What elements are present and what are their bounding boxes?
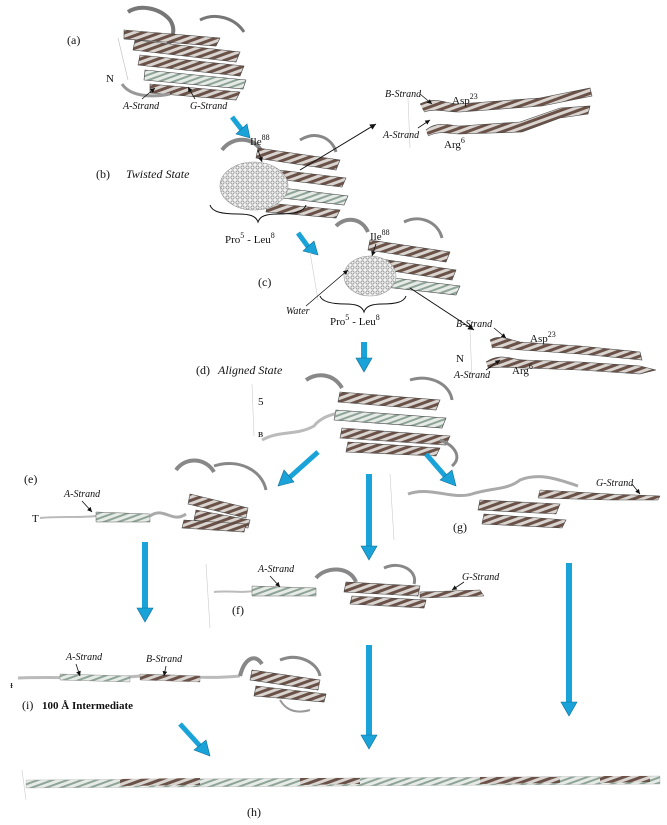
- panel-label-g: (g): [453, 520, 467, 534]
- strand-label-b1: B-Strand: [385, 89, 422, 100]
- panel-label-d: (d): [196, 363, 210, 377]
- strand-label-a5: A-Strand: [257, 564, 295, 575]
- residue-ile-c: Ile88: [370, 228, 390, 243]
- panel-label-e: (e): [24, 472, 37, 486]
- structure-b: [220, 136, 348, 218]
- strand-label-a4: A-Strand: [63, 489, 101, 500]
- strand-label-g3: G-Strand: [462, 572, 500, 583]
- flow-arrow-f-h: [361, 645, 377, 749]
- panel-label-h: (h): [247, 805, 261, 819]
- structure-f: [206, 564, 484, 628]
- panel-label-c: (c): [258, 275, 271, 289]
- panel-label-f: (f): [232, 603, 244, 617]
- residue-asp-2: Asp23: [530, 330, 556, 345]
- strand-label-g2: G-Strand: [596, 478, 634, 489]
- svg-text:5: 5: [258, 396, 264, 408]
- residue-arg-2: Arg6: [512, 362, 533, 377]
- strand-label-b2: B-Strand: [456, 319, 493, 330]
- strand-label-a3: A-Strand: [453, 370, 491, 381]
- flow-arrow-d-e: [278, 452, 318, 486]
- n-terminus-a: N: [106, 73, 114, 85]
- panel-label-b: (b): [96, 167, 110, 181]
- panel-label-a: (a): [67, 33, 80, 47]
- flow-arrow-d-f: [361, 474, 377, 560]
- flow-arrow-a-b: [232, 117, 250, 138]
- flow-arrow-b-c: [298, 233, 318, 255]
- water-label: Water: [286, 306, 310, 317]
- inset-strands-middle: [470, 330, 656, 380]
- structure-d: 5 ʙ: [252, 375, 457, 466]
- flow-arrow-c-d: [356, 342, 372, 372]
- strand-label-a2: A-Strand: [382, 130, 420, 141]
- residue-range-c: Pro5- Leu8: [330, 313, 380, 328]
- state-aligned: Aligned State: [217, 363, 283, 377]
- flow-arrow-g-h: [561, 563, 577, 716]
- residue-ile-b: Ile88: [250, 133, 270, 148]
- n-terminus-c: N: [456, 353, 464, 365]
- strand-label-a6: A-Strand: [65, 652, 103, 663]
- state-twisted: Twisted State: [126, 167, 190, 181]
- inset-strands-top: [408, 88, 592, 148]
- flow-arrow-d-g: [426, 454, 456, 486]
- residue-range-b: Pro5- Leu8: [225, 231, 275, 246]
- strand-label-g1: G-Strand: [190, 101, 228, 112]
- structure-h: [22, 770, 660, 800]
- svg-text:ᵻ: ᵻ: [10, 679, 13, 691]
- structure-a: N: [106, 8, 246, 100]
- strand-label-a1: A-Strand: [122, 101, 160, 112]
- flow-arrow-i-h: [180, 724, 210, 756]
- strand-label-b3: B-Strand: [146, 654, 183, 665]
- svg-text:T: T: [32, 513, 39, 525]
- state-intermediate: 100 Å Intermediate: [42, 700, 133, 712]
- panel-label-i: (i): [22, 698, 33, 712]
- flow-arrow-e-i: [137, 542, 153, 622]
- residue-arg-1: Arg6: [444, 136, 465, 151]
